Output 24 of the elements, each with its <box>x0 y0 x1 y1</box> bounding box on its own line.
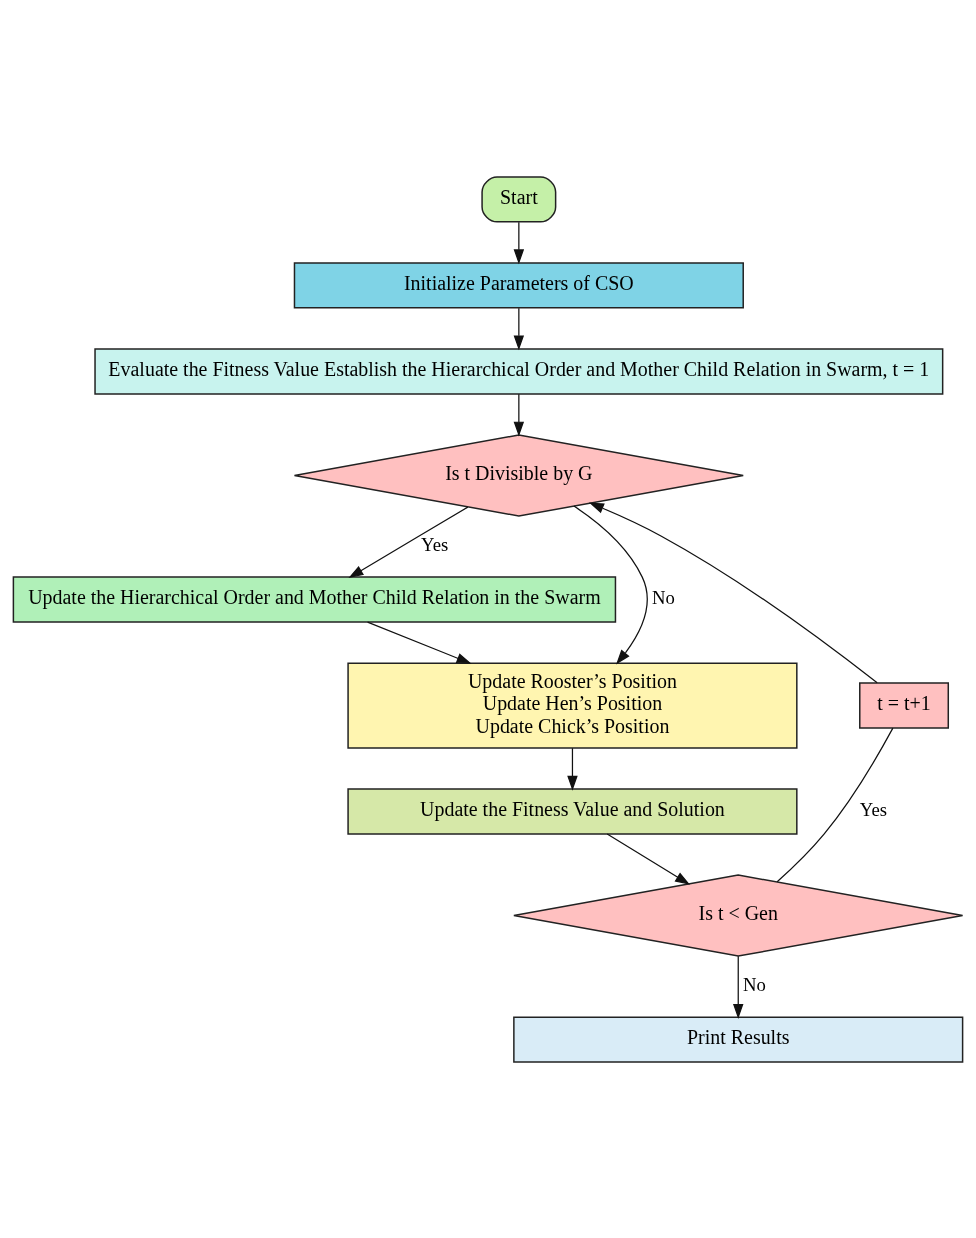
node-box: Update Rooster’s Position Update Hen’s Position Update Chick’s Position <box>347 661 798 749</box>
arrow <box>513 307 525 350</box>
node-box: Evaluate the Fitness Value Establish the Hierarchical Order and Mother Child Relation in Swarm, t = 1 <box>94 347 944 395</box>
arrow <box>366 621 472 664</box>
node-box: Initialize Parameters of CSO <box>293 261 744 309</box>
arrow <box>606 832 691 885</box>
node-box: Update the Hierarchical Order and Mother Child Relation in the Swarm <box>12 575 617 623</box>
node-box: Update the Fitness Value and Solution <box>347 787 798 835</box>
arrow <box>588 502 878 683</box>
edge-label: Yes <box>859 798 888 820</box>
arrow <box>513 221 525 264</box>
arrow <box>573 504 648 665</box>
edge-label: Yes <box>421 533 449 555</box>
edge-label: No <box>743 973 766 995</box>
edge-label: No <box>652 586 675 608</box>
node-box: t = t+1 <box>859 681 950 729</box>
arrow <box>348 506 469 578</box>
node-diamond: Is t Divisible by G <box>293 433 744 517</box>
connector <box>776 727 894 882</box>
arrow <box>733 955 744 1019</box>
node-box: Start <box>481 175 557 223</box>
node-box: Print Results <box>513 1015 964 1063</box>
arrow <box>513 393 525 437</box>
arrow <box>567 747 578 791</box>
